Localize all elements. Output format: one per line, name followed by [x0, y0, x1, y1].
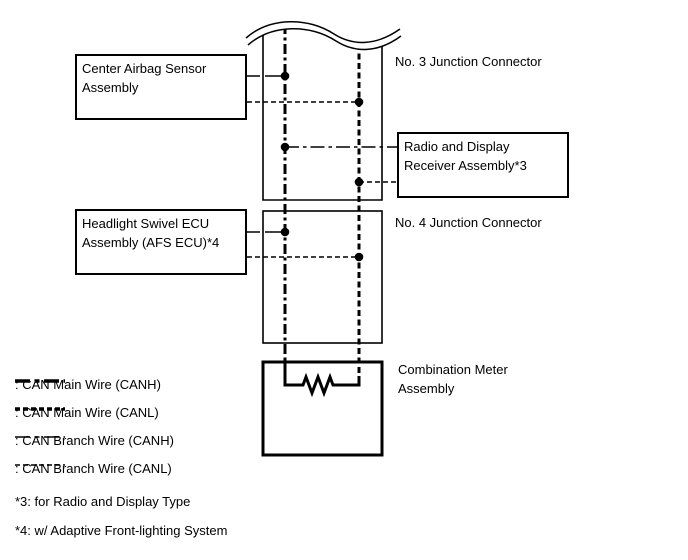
junction-dot: [354, 177, 364, 187]
headlight-swivel-ecu-box: Headlight Swivel ECU Assembly (AFS ECU)*…: [75, 209, 247, 275]
radio-receiver-line1: Radio and Display: [404, 139, 510, 154]
legend-item-branch-canh: : CAN Branch Wire (CANH): [15, 432, 174, 448]
junction-dot: [280, 227, 290, 237]
junction-dot: [354, 252, 364, 262]
junction3-box: [262, 32, 383, 201]
legend-label: : CAN Branch Wire (CANL): [15, 460, 172, 476]
main-canh-wire-sample-icon: [15, 379, 65, 383]
footnote-4: *4: w/ Adaptive Front-lighting System: [15, 523, 228, 538]
radio-receiver-box: Radio and Display Receiver Assembly*3: [397, 132, 569, 198]
center-airbag-sensor-box: Center Airbag Sensor Assembly: [75, 54, 247, 120]
combination-meter-box: [261, 360, 384, 457]
legend-item-main-canh: : CAN Main Wire (CANH): [15, 376, 161, 392]
junction-dots: [280, 71, 364, 262]
headlight-swivel-line2: Assembly (AFS ECU)*4: [82, 235, 220, 250]
legend-item-main-canl: : CAN Main Wire (CANL): [15, 404, 159, 420]
junction-dot: [280, 71, 290, 81]
center-airbag-line1: Center Airbag Sensor: [82, 61, 207, 76]
radio-receiver-line2: Receiver Assembly*3: [404, 158, 527, 173]
break-symbol-icon: [245, 20, 402, 51]
combination-meter-label: Combination Meter Assembly: [398, 360, 508, 398]
combination-meter-line1: Combination Meter: [398, 362, 508, 377]
junction4-box: [262, 210, 383, 344]
center-airbag-line2: Assembly: [82, 80, 139, 95]
junction-dot: [354, 97, 364, 107]
junction-dot: [280, 142, 290, 152]
footnote-3: *3: for Radio and Display Type: [15, 494, 191, 509]
junction3-label: No. 3 Junction Connector: [395, 54, 542, 69]
legend-label: : CAN Branch Wire (CANH): [15, 432, 174, 448]
branch-canl-wire-sample-icon: [15, 464, 65, 466]
branch-canh-wire-sample-icon: [15, 436, 65, 438]
combination-meter-line2: Assembly: [398, 381, 455, 396]
main-canl-wire-sample-icon: [15, 407, 65, 411]
headlight-swivel-line1: Headlight Swivel ECU: [82, 216, 210, 231]
junction4-label: No. 4 Junction Connector: [395, 215, 542, 230]
legend-item-branch-canl: : CAN Branch Wire (CANL): [15, 460, 172, 476]
terminating-resistor: [283, 360, 361, 398]
